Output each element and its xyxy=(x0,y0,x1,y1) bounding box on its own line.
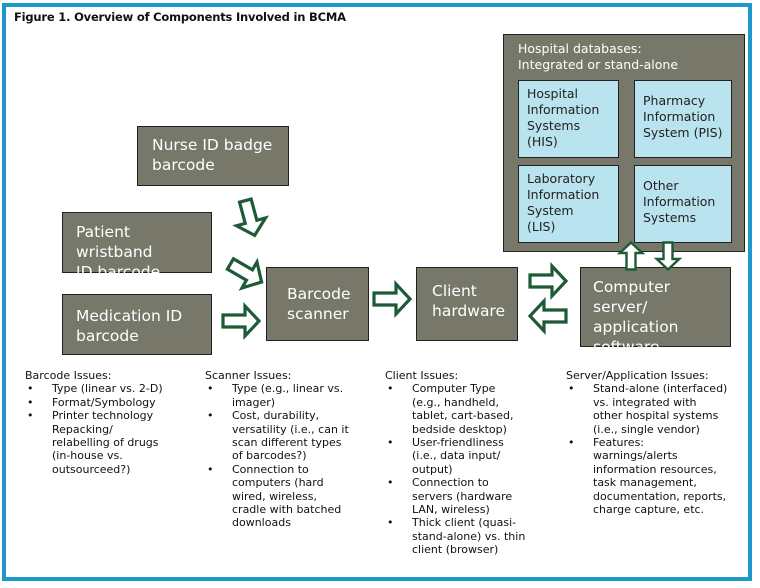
node-nurse-id-badge-label: Nurse ID badge barcode xyxy=(152,136,273,174)
node-client-hardware-label: Client hardware xyxy=(432,282,506,320)
figure-frame xyxy=(2,3,752,581)
barcode-issues: Barcode Issues: Type (linear vs. 2-D) Fo… xyxy=(25,369,195,476)
scanner-issue-item: Connection to computers (hard wired, wir… xyxy=(205,463,375,530)
client-issues-heading: Client Issues: xyxy=(385,369,459,382)
arrow-medication-to-scanner xyxy=(221,304,261,338)
arrow-server-to-client xyxy=(528,299,568,333)
barcode-issue-item: Printer technology xyxy=(25,409,195,423)
node-nurse-id-badge: Nurse ID badge barcode xyxy=(137,126,289,186)
client-issue-item: User-friendliness (i.e., data input/ out… xyxy=(385,436,560,476)
server-issue-item: Features: warnings/alerts information re… xyxy=(566,436,746,516)
client-issue-item: Computer Type (e.g., handheld, tablet, c… xyxy=(385,382,560,436)
scanner-issue-item: Type (e.g., linear vs. imager) xyxy=(205,382,375,409)
node-barcode-scanner-label: Barcode scanner xyxy=(287,285,351,323)
db-pis: Pharmacy Information System (PIS) xyxy=(634,80,732,158)
arrow-databases-to-server xyxy=(655,241,681,271)
scanner-issues-heading: Scanner Issues: xyxy=(205,369,292,382)
client-issue-item: Connection to servers (hardware LAN, wir… xyxy=(385,476,560,516)
hospital-databases-group: Hospital databases: Integrated or stand-… xyxy=(503,34,745,252)
arrow-nurse-to-scanner xyxy=(229,195,271,241)
server-issues: Server/Application Issues: Stand-alone (… xyxy=(566,369,746,516)
figure-title: Figure 1. Overview of Components Involve… xyxy=(14,10,346,24)
client-issues: Client Issues: Computer Type (e.g., hand… xyxy=(385,369,560,557)
hospital-databases-title: Hospital databases: Integrated or stand-… xyxy=(518,41,679,72)
arrow-client-to-server xyxy=(528,264,568,298)
db-his: Hospital Information Systems (HIS) xyxy=(518,80,619,158)
arrow-patient-to-scanner xyxy=(221,249,271,297)
node-medication-id: Medication ID barcode xyxy=(62,294,212,355)
node-barcode-scanner: Barcode scanner xyxy=(266,267,369,341)
client-issue-item: Thick client (quasi- stand-alone) vs. th… xyxy=(385,516,560,556)
db-lis: Laboratory Information System (LIS) xyxy=(518,165,619,243)
barcode-issue-continuation: Repacking/ relabelling of drugs (in-hous… xyxy=(52,422,159,476)
barcode-issue-item: Format/Symbology xyxy=(25,396,195,410)
db-other: Other Information Systems xyxy=(634,165,732,243)
node-patient-wristband: Patient wristband ID barcode xyxy=(62,212,212,281)
scanner-issue-item: Cost, durability, versatility (i.e., can… xyxy=(205,409,375,463)
node-computer-server: Computer server/ application software xyxy=(580,267,731,356)
barcode-issue-item: Type (linear vs. 2-D) xyxy=(25,382,195,396)
arrow-scanner-to-client xyxy=(372,282,412,316)
node-patient-wristband-label: Patient wristband ID barcode xyxy=(76,223,161,281)
barcode-issues-heading: Barcode Issues: xyxy=(25,369,112,382)
arrow-server-to-databases xyxy=(618,241,644,271)
server-issue-item: Stand-alone (interfaced) vs. integrated … xyxy=(566,382,746,436)
scanner-issues: Scanner Issues: Type (e.g., linear vs. i… xyxy=(205,369,375,530)
node-client-hardware: Client hardware xyxy=(416,267,518,341)
node-computer-server-label: Computer server/ application software xyxy=(593,278,679,356)
node-medication-id-label: Medication ID barcode xyxy=(76,307,183,345)
server-issues-heading: Server/Application Issues: xyxy=(566,369,709,382)
